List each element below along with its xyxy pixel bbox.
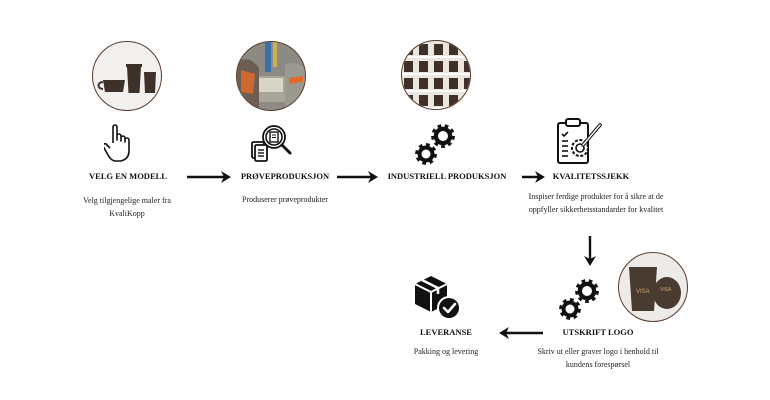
shelf-cup <box>464 95 470 106</box>
shelf-cup <box>434 95 443 106</box>
shelf <box>402 90 470 92</box>
cup-logo-text: VISA <box>636 289 650 295</box>
arrow-left <box>499 327 543 339</box>
step-description: Skriv ut eller graver logo i henhold til… <box>537 347 659 369</box>
arrow-right <box>337 171 378 183</box>
shelf-cup <box>404 95 413 106</box>
shelf-cup <box>464 78 470 89</box>
step-title: PRØVEPRODUKSJON <box>240 171 330 181</box>
step-title: UTSKRIFT LOGO <box>562 327 634 337</box>
package-check-icon <box>412 272 464 326</box>
gear-hole <box>438 131 448 141</box>
cups-lineup-photo <box>92 41 162 111</box>
shelf-cup <box>404 61 413 72</box>
lid-logo-text: VISA <box>660 287 672 293</box>
workers-machine-photo <box>236 41 306 111</box>
shelf <box>402 107 470 109</box>
cups-shelves-photo <box>401 40 471 110</box>
shelf-cup <box>434 44 443 55</box>
shelf-cup <box>434 61 443 72</box>
shelf <box>402 73 470 75</box>
step-title: VELG EN MODELL <box>89 171 167 181</box>
shelf-cup <box>419 78 428 89</box>
step-title: KVALITETSSJEKK <box>552 171 630 181</box>
shelf-cup <box>404 44 413 55</box>
step-description: Produserer prøveprodukter <box>242 195 328 204</box>
shelf-cup <box>449 95 458 106</box>
arrow-down <box>584 236 596 266</box>
gear-hole <box>582 286 592 296</box>
gears-icon <box>413 123 459 171</box>
shelf-cup <box>449 78 458 89</box>
step-title: INDUSTRIELL PRODUKSJON <box>387 171 507 181</box>
shelf-cup <box>404 78 413 89</box>
shelf-cup <box>434 78 443 89</box>
document-search-icon <box>250 124 294 170</box>
shelf-cup <box>464 61 470 72</box>
hand-pointer-icon <box>102 123 132 167</box>
arrow-right <box>187 171 231 183</box>
shelf-cup <box>449 61 458 72</box>
step-description: Pakking og levering <box>413 347 479 356</box>
gears-icon <box>557 278 603 326</box>
shelf-cup <box>449 44 458 55</box>
clipboard-gear-icon <box>555 117 605 171</box>
step-description: Inspiser ferdige produkter for å sikre a… <box>528 192 664 214</box>
gear-hole <box>421 149 431 159</box>
gear-hole <box>565 304 575 314</box>
shelf-cup <box>419 95 428 106</box>
shelf-cup <box>464 44 470 55</box>
shelf <box>402 56 470 58</box>
step-title: LEVERANSE <box>420 327 472 337</box>
step-description: Velg tilgjengelige maler fra KvaliKopp <box>83 196 171 218</box>
shelf-cup <box>419 61 428 72</box>
branded-cup-photo: VISA VISA <box>618 252 688 322</box>
arrow-right <box>522 171 545 183</box>
shelf-cup <box>419 44 428 55</box>
